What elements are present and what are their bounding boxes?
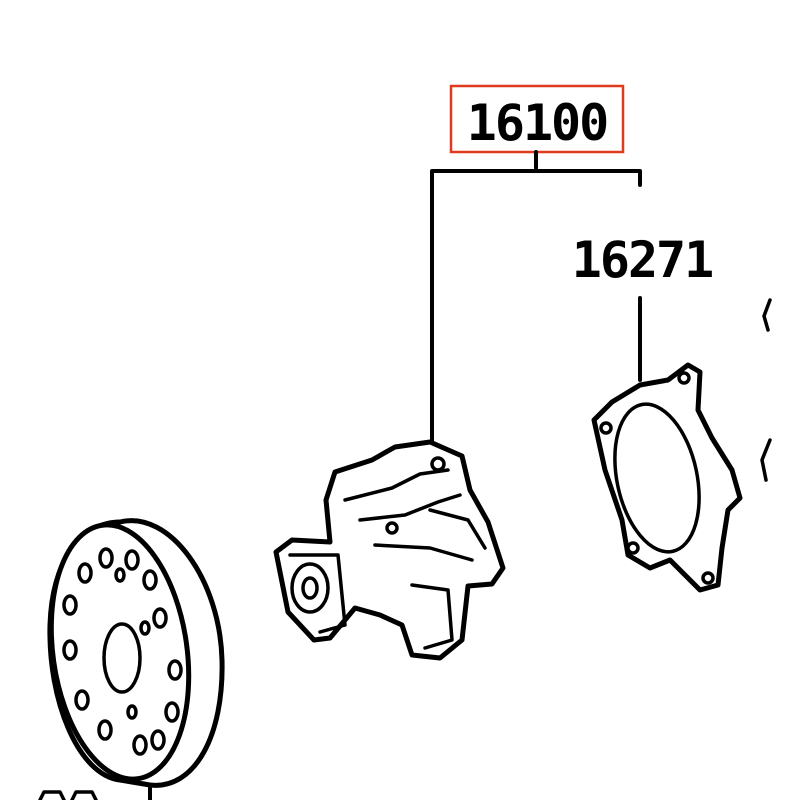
- leader-lines: [430, 150, 642, 449]
- gasket-icon[interactable]: [591, 362, 743, 593]
- callout-16100[interactable]: 16100: [467, 94, 610, 152]
- callout-16271[interactable]: 16271: [572, 231, 715, 289]
- water-pump-icon[interactable]: [273, 439, 506, 661]
- bottom-leader-fragment: [38, 783, 152, 800]
- adjacent-part-edge: [760, 298, 772, 482]
- pulley-icon[interactable]: [36, 516, 225, 788]
- pulley-holes: [62, 547, 183, 756]
